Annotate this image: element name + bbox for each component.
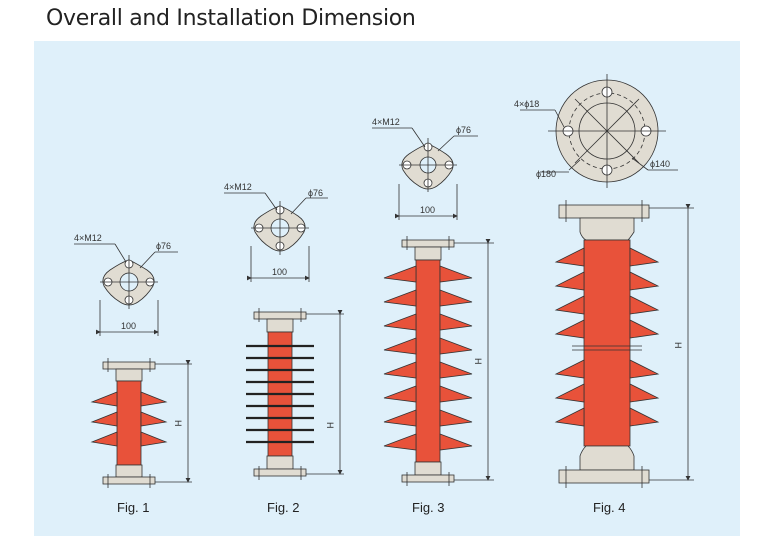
- fig4-outer-label: ϕ180: [536, 169, 556, 179]
- fig3-caption: Fig. 3: [412, 500, 445, 515]
- fig4-bolt-circle-label: ϕ140: [650, 159, 670, 169]
- fig2-bore-label: ϕ76: [308, 188, 323, 198]
- fig1-bore-label: ϕ76: [156, 241, 171, 251]
- fig1-height-label: H: [173, 420, 183, 427]
- fig4-height-label: H: [673, 342, 683, 349]
- fig2-bolt-label: 4×M12: [224, 182, 252, 192]
- figure-4: 4×ϕ18 ϕ180 ϕ140 H Fig. 4: [514, 74, 694, 515]
- figure-2: 4×M12 ϕ76 100 H Fig. 2: [224, 182, 344, 515]
- fig1-elevation: [90, 358, 192, 488]
- fig1-bolt-label: 4×M12: [74, 233, 102, 243]
- fig4-elevation: [554, 200, 694, 488]
- fig4-caption: Fig. 4: [593, 500, 626, 515]
- fig2-caption: Fig. 2: [267, 500, 300, 515]
- figure-1: 4×M12 ϕ76 100 H Fig. 1: [74, 233, 192, 515]
- fig3-bolt-label: 4×M12: [372, 117, 400, 127]
- fig1-width-label: 100: [121, 321, 136, 331]
- fig4-bolt-label: 4×ϕ18: [514, 99, 539, 109]
- fig3-height-label: H: [473, 358, 483, 365]
- fig1-top-view: [74, 243, 178, 336]
- fig1-caption: Fig. 1: [117, 500, 150, 515]
- fig3-width-label: 100: [420, 205, 435, 215]
- page-title: Overall and Installation Dimension: [46, 6, 416, 31]
- fig2-width-label: 100: [272, 267, 287, 277]
- fig2-height-label: H: [325, 422, 335, 429]
- fig4-top-view: [520, 74, 678, 188]
- fig3-bore-label: ϕ76: [456, 125, 471, 135]
- fig3-top-view: [372, 127, 478, 220]
- fig2-elevation: [246, 308, 344, 480]
- figure-3: 4×M12 ϕ76 100 H Fig. 3: [372, 117, 494, 515]
- fig3-elevation: [383, 236, 494, 486]
- fig2-top-view: [224, 192, 328, 282]
